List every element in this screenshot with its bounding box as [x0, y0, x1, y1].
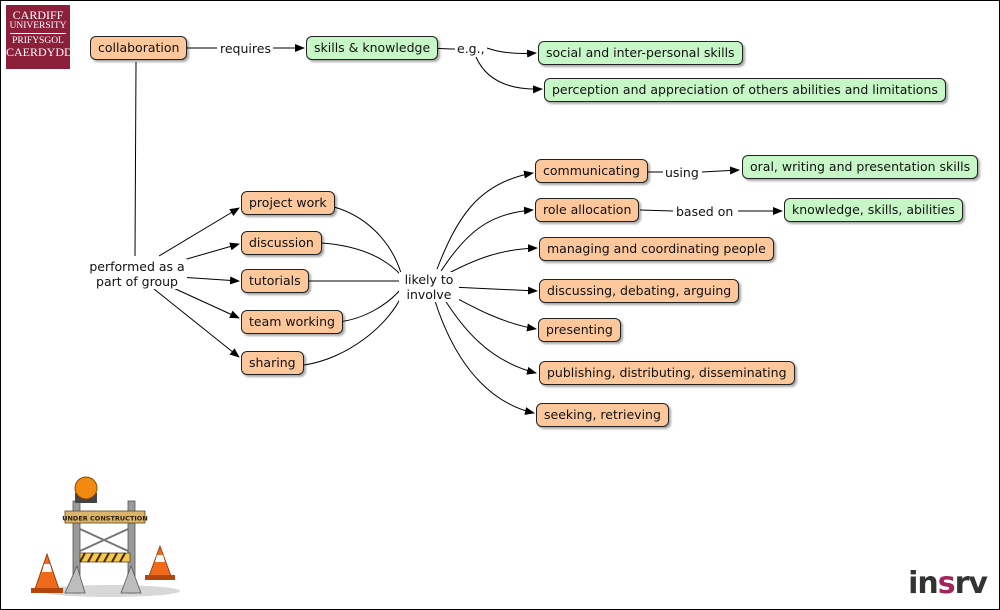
label-likely-line1: likely to: [404, 272, 454, 287]
cardiff-university-logo: CARDIFF UNIVERSITY PRIFYSGOL CAERDYDD: [6, 5, 73, 69]
link-sharing-likely: [303, 292, 404, 366]
node-perception[interactable]: perception and appreciation of others ab…: [544, 78, 946, 102]
node-seeking[interactable]: seeking, retrieving: [536, 403, 669, 427]
logo-line-prifysgol: PRIFYSGOL: [12, 36, 64, 46]
link-using-oral: [701, 166, 740, 175]
sign-board-top: [64, 510, 146, 524]
label-performed-line2: part of group: [96, 274, 178, 289]
node-team-working[interactable]: team working: [241, 310, 343, 334]
link-team-likely: [337, 288, 402, 323]
node-sharing[interactable]: sharing: [241, 351, 304, 375]
node-discussing[interactable]: discussing, debating, arguing: [539, 279, 740, 303]
node-collaboration[interactable]: collaboration: [90, 36, 188, 60]
logo-line-cardiff: CARDIFF: [12, 8, 64, 22]
link-likely-communicating: [436, 170, 534, 270]
sign-foot-right: [120, 564, 142, 594]
sign-stripes: [79, 552, 126, 563]
link-discussion-likely: [321, 242, 402, 276]
link-likely-managing: [448, 244, 538, 274]
link-performed-sharing: [153, 288, 240, 358]
node-discussion[interactable]: discussion: [241, 231, 322, 255]
link-performed-project: [158, 207, 240, 257]
logo-divider: [10, 33, 66, 34]
link-performed-team: [168, 285, 240, 319]
cone-left: [31, 552, 63, 593]
node-presenting[interactable]: presenting: [538, 318, 621, 342]
node-publishing[interactable]: publishing, distributing, disseminating: [539, 361, 795, 385]
sign-foot-left: [64, 564, 86, 594]
node-knowledge-skills[interactable]: knowledge, skills, abilities: [784, 198, 963, 222]
node-managing[interactable]: managing and coordinating people: [539, 237, 774, 261]
label-likely-line2: involve: [406, 287, 452, 302]
label-requires: requires: [218, 41, 273, 56]
node-skills-knowledge[interactable]: skills & knowledge: [306, 36, 439, 60]
node-social-skills[interactable]: social and inter-personal skills: [538, 41, 743, 65]
link-eg-social: [486, 47, 537, 58]
link-role-basedon: [639, 209, 674, 212]
label-performed: performed as a part of group: [87, 259, 187, 289]
link-likely-publishing: [442, 296, 537, 375]
brand-part-in: in: [908, 566, 939, 601]
link-eg-perception: [475, 56, 543, 94]
label-likely: likely to involve: [399, 272, 459, 302]
logo-line-caerdydd: CAERDYDD: [6, 45, 73, 59]
node-oral-writing[interactable]: oral, writing and presentation skills: [742, 155, 979, 179]
link-performed-tutorials: [178, 276, 240, 285]
insrv-logo: insrv: [908, 566, 988, 601]
node-project-work[interactable]: project work: [241, 191, 335, 215]
node-tutorials[interactable]: tutorials: [241, 269, 309, 293]
link-likely-discussing: [450, 286, 538, 295]
sign-brace: [79, 528, 129, 552]
link-likely-presenting: [446, 292, 537, 332]
logo-line-university: UNIVERSITY: [9, 21, 67, 31]
label-performed-line1: performed as a: [89, 259, 185, 274]
cone-right: [145, 544, 175, 580]
sign-text: UNDER CONSTRUCTION: [62, 515, 148, 523]
brand-part-s: s: [937, 566, 956, 601]
label-eg: e.g.,: [455, 41, 487, 56]
link-project-likely: [333, 206, 402, 274]
link-likely-seeking: [434, 300, 535, 415]
label-using: using: [663, 165, 701, 180]
node-role-allocation[interactable]: role allocation: [535, 198, 640, 222]
brand-part-rv: rv: [954, 566, 988, 601]
label-based-on: based on: [674, 204, 736, 219]
under-construction-illustration: UNDER CONSTRUCTION: [31, 476, 180, 597]
link-likely-role: [440, 206, 534, 272]
beacon-light: [74, 476, 98, 500]
node-communicating[interactable]: communicating: [535, 159, 648, 183]
link-collaboration-performed: [134, 61, 137, 257]
